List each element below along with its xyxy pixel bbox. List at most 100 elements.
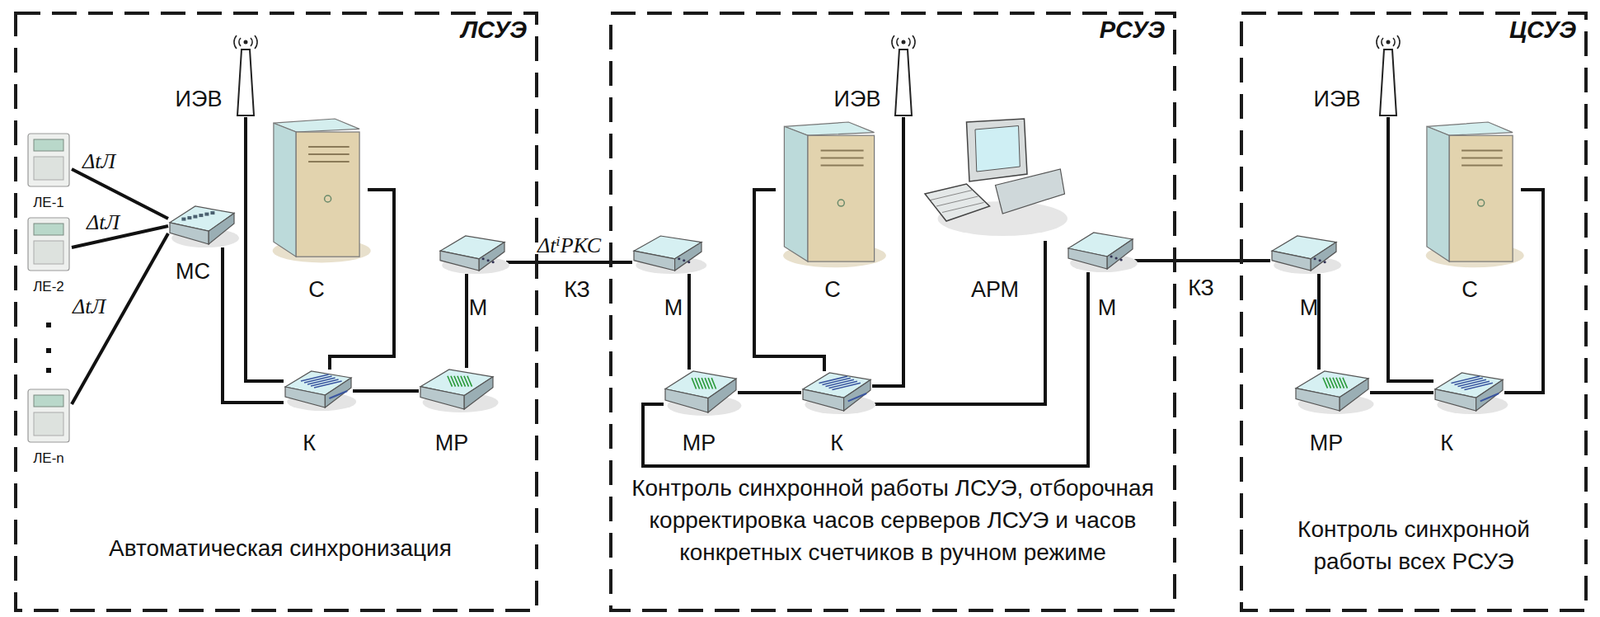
radio-wave	[891, 35, 915, 49]
device-label: МР	[435, 431, 470, 456]
meter-icon: ЛЕ-n	[25, 387, 72, 444]
port-strip	[1464, 382, 1493, 390]
drive-slot	[1461, 149, 1503, 151]
side-face	[708, 378, 737, 413]
led	[682, 258, 686, 262]
port	[204, 212, 209, 216]
side-face	[208, 212, 235, 244]
side-face	[1310, 242, 1337, 271]
meter-icon-drawing	[25, 131, 72, 188]
side-face	[464, 376, 493, 409]
device-label: ЛЕ-2	[32, 279, 65, 296]
region-title: ЦСУЭ	[1509, 16, 1577, 44]
front-face	[665, 389, 709, 413]
link-label: КЗ	[561, 277, 593, 303]
connector-line	[222, 247, 284, 403]
device-label: ЛЕ-n	[32, 450, 65, 467]
antenna-mast	[237, 49, 254, 116]
antenna-mast	[1379, 49, 1397, 116]
hub-icon: К	[801, 370, 873, 414]
meter-panel	[33, 156, 64, 180]
monitor	[966, 118, 1028, 182]
radio-wave	[1376, 35, 1400, 49]
connector-line	[1317, 273, 1321, 370]
modem-icon-drawing	[1270, 234, 1338, 274]
ellipsis-dots	[46, 322, 52, 373]
modem-icon: М	[632, 234, 704, 274]
connector-line	[737, 390, 802, 395]
antenna-icon: ИЭВ	[1374, 34, 1402, 118]
server-icon: С	[775, 120, 883, 271]
device-label: М	[1299, 295, 1319, 321]
keyboard	[924, 183, 991, 221]
dashed-border	[610, 13, 1175, 610]
led	[1115, 256, 1118, 259]
drive-slot	[1461, 164, 1503, 167]
power-button	[837, 199, 845, 207]
connector-line	[71, 168, 169, 219]
device-label: АРМ	[971, 277, 1019, 303]
radio-wave	[1381, 37, 1395, 47]
front-face	[1068, 248, 1108, 269]
antenna-icon-drawing	[890, 34, 917, 118]
led	[482, 257, 485, 260]
led	[1110, 254, 1113, 258]
side-face	[675, 242, 702, 271]
device-label: М	[469, 295, 488, 321]
front-face	[1295, 388, 1340, 411]
antenna-icon-drawing	[1374, 34, 1402, 118]
meter-body	[28, 133, 70, 187]
router-icon: МР	[663, 369, 738, 416]
key-row	[936, 196, 979, 207]
drive-slot	[821, 149, 864, 151]
side-face	[1107, 239, 1133, 269]
system-region: ЦСУЭКонтроль синхронной работы всех РСУЭ…	[1239, 11, 1588, 612]
side-face	[1339, 378, 1369, 411]
front-face	[1449, 135, 1513, 262]
port-strip	[832, 382, 861, 390]
server-icon-drawing	[1418, 120, 1521, 271]
front-face	[420, 386, 465, 409]
port	[187, 215, 192, 220]
led	[492, 260, 495, 263]
server-icon: С	[1418, 120, 1521, 271]
radio-wave	[239, 37, 253, 47]
meter-icon-drawing	[25, 387, 72, 444]
drive-slot	[821, 157, 864, 160]
hub-icon: К	[283, 369, 353, 411]
server-icon-drawing	[775, 120, 883, 271]
dot	[46, 367, 52, 373]
drive-slot	[308, 160, 350, 163]
link-label: ΔtЛ	[79, 150, 118, 174]
modem-icon: М	[1270, 234, 1338, 274]
connector-line	[642, 272, 1089, 466]
meter-icon: ЛЕ-2	[25, 215, 72, 273]
meter-display	[33, 139, 64, 151]
device-label: МС	[175, 259, 211, 285]
led	[687, 260, 690, 263]
front-face	[1435, 389, 1477, 411]
drive-slot	[308, 145, 350, 148]
led	[487, 258, 490, 262]
led	[1323, 260, 1327, 263]
device-label: МР	[1309, 431, 1344, 456]
meter-panel	[33, 240, 64, 264]
antenna-tip	[243, 40, 249, 45]
router-icon-drawing	[1294, 369, 1371, 414]
connector-line	[506, 260, 633, 264]
side-face	[1476, 379, 1503, 411]
hub-icon: К	[1433, 370, 1505, 414]
device-label: М	[1097, 295, 1117, 321]
server-icon-drawing	[265, 117, 368, 266]
switch-icon: МС	[168, 204, 236, 248]
port-strip	[314, 380, 343, 388]
hub-icon-drawing	[1433, 370, 1505, 414]
link-label: ΔtⁱРКС	[534, 234, 604, 259]
link-label: ΔtЛ	[84, 211, 122, 235]
dashed-border	[15, 13, 537, 610]
port	[210, 211, 215, 215]
antenna-mast	[895, 49, 912, 116]
connector-line	[687, 273, 691, 370]
side-face	[273, 122, 296, 257]
front-face	[440, 250, 479, 271]
